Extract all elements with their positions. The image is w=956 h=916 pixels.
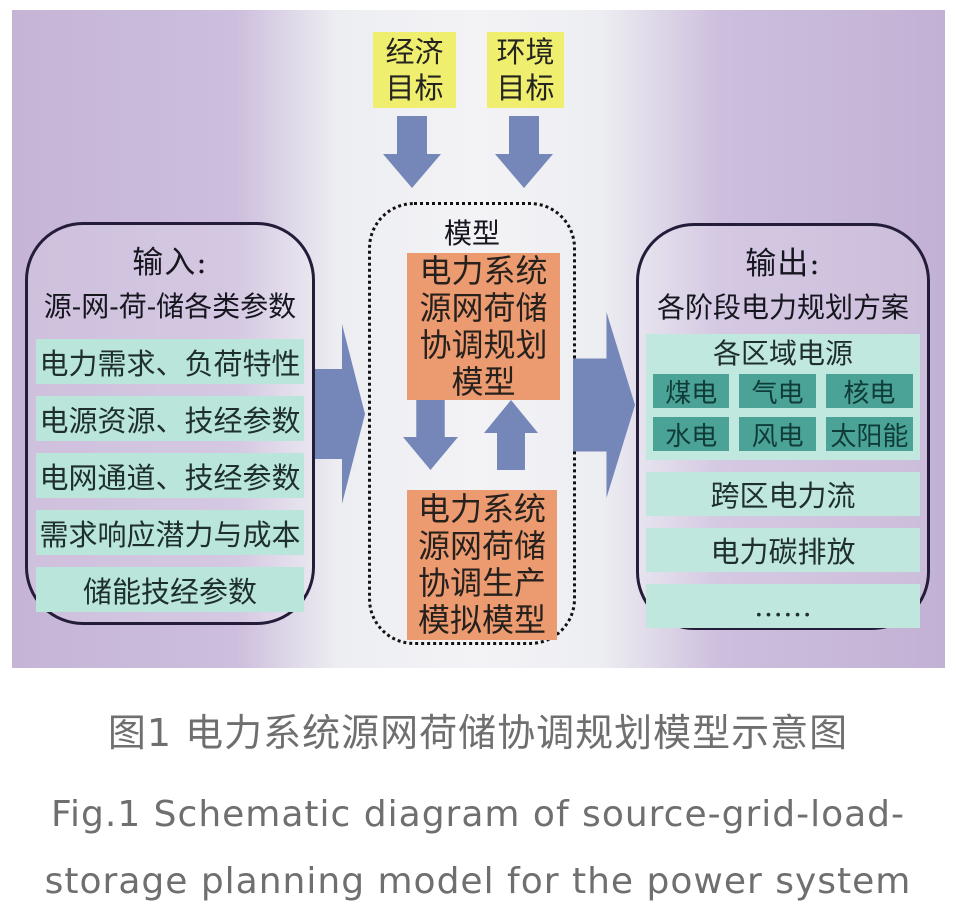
model-label: 模型 (443, 217, 500, 250)
input-row-demand: 电力需求、负荷特性 (36, 339, 304, 384)
source-cell-gas: 气电 (739, 374, 816, 409)
figure-caption-english-line2: storage planning model for the power sys… (44, 861, 912, 902)
figure-caption-chinese: 图1 电力系统源网荷储协调规划模型示意图 (107, 711, 849, 755)
output-row-ellipsis: …… (646, 584, 920, 628)
environment-goal-box: 环境 目标 (487, 32, 564, 108)
input-row-demand-response: 需求响应潜力与成本 (36, 510, 304, 555)
planning-model-box: 电力系统 源网荷储 协调规划 模型 (407, 252, 560, 400)
economic-goal-box: 经济 目标 (373, 32, 456, 108)
input-row-storage: 储能技经参数 (36, 567, 304, 612)
source-cell-nuclear: 核电 (825, 374, 913, 409)
output-row-cross-region-flow: 跨区电力流 (646, 472, 920, 516)
planning-to-production-down-arrow-icon (403, 400, 458, 470)
output-panel: 输出: 各阶段电力规划方案 各区域电源 煤电 气电 核电 水电 风电 太阳能 跨… (636, 223, 930, 630)
input-title: 输入: (132, 245, 208, 281)
environment-goal-down-arrow-icon (495, 116, 553, 188)
figure-caption-english-line1: Fig.1 Schematic diagram of source-grid-l… (50, 794, 906, 835)
schematic-figure: 经济 目标 环境 目标 输入: 源-网-荷-储各类参数 电力需求、负荷特性 电源… (12, 10, 945, 668)
output-row-carbon-emission: 电力碳排放 (646, 528, 920, 572)
model-to-output-arrow-icon (573, 312, 635, 498)
model-panel: 模型 电力系统 源网荷储 协调规划 模型 电力系统 源网荷储 协调生产 模拟模型 (368, 202, 576, 645)
regional-sources-grid: 煤电 气电 核电 水电 风电 太阳能 (653, 374, 913, 452)
production-to-planning-up-arrow-icon (484, 400, 538, 470)
economic-goal-down-arrow-icon (383, 116, 441, 188)
input-subtitle: 源-网-荷-储各类参数 (43, 290, 297, 323)
input-row-source: 电源资源、技经参数 (36, 396, 304, 441)
source-cell-solar: 太阳能 (825, 417, 913, 452)
source-cell-wind: 风电 (739, 417, 816, 452)
regional-sources-panel: 各区域电源 煤电 气电 核电 水电 风电 太阳能 (646, 334, 920, 460)
input-to-model-arrow-icon (315, 324, 365, 504)
source-cell-hydro: 水电 (653, 417, 730, 452)
input-row-grid: 电网通道、技经参数 (36, 453, 304, 498)
source-cell-coal: 煤电 (653, 374, 730, 409)
output-title: 输出: (745, 246, 821, 282)
output-subtitle: 各阶段电力规划方案 (656, 291, 909, 324)
production-simulation-model-box: 电力系统 源网荷储 协调生产 模拟模型 (407, 490, 557, 640)
regional-sources-label: 各区域电源 (712, 337, 853, 370)
input-panel: 输入: 源-网-荷-储各类参数 电力需求、负荷特性 电源资源、技经参数 电网通道… (25, 222, 315, 625)
